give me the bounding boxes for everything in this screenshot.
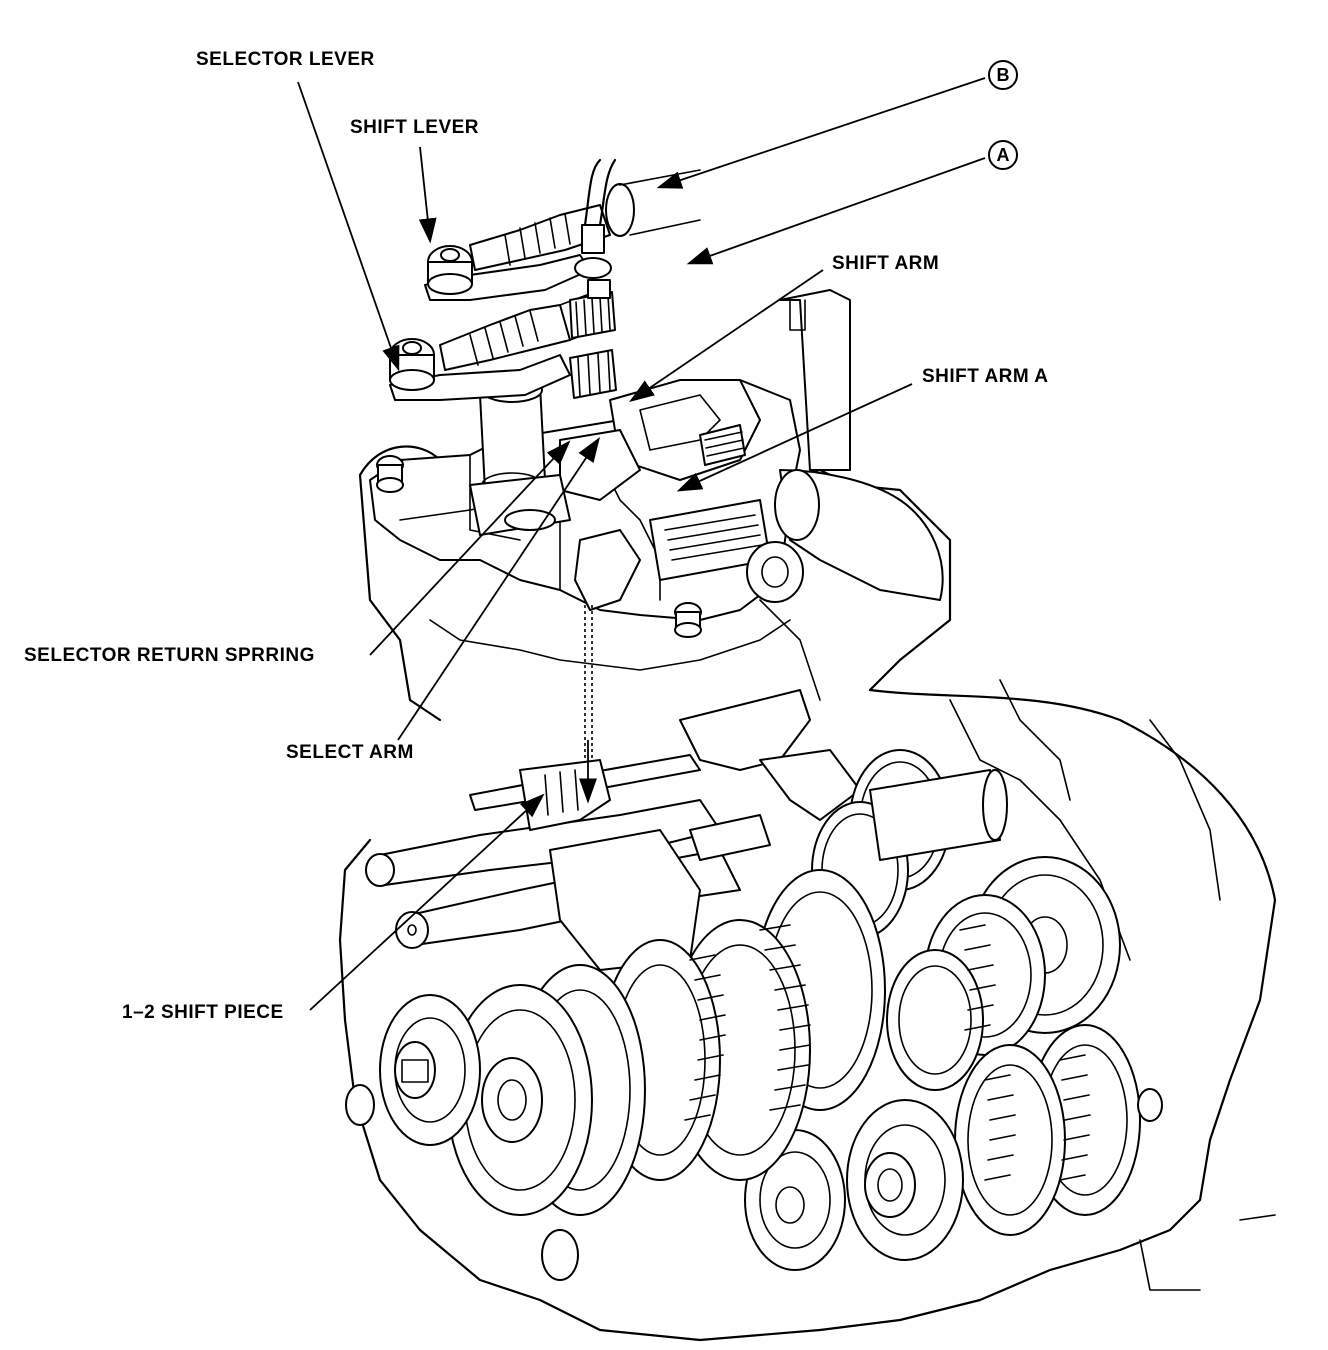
label-selector-return-spring: SELECTOR RETURN SPRRING bbox=[24, 645, 315, 666]
housing-bolt bbox=[674, 602, 702, 638]
shift-lever-assembly bbox=[424, 169, 701, 301]
housing-bolt bbox=[376, 455, 404, 493]
gear bbox=[954, 1044, 1066, 1236]
center-shaft bbox=[569, 158, 617, 399]
gear-cluster bbox=[345, 749, 1163, 1281]
label-selector-lever: SELECTOR LEVER bbox=[196, 49, 375, 70]
transmission-housing bbox=[338, 445, 1277, 1342]
gear bbox=[447, 984, 593, 1216]
label-1-2-shift-piece: 1–2 SHIFT PIECE bbox=[122, 1002, 284, 1023]
label-shift-arm: SHIFT ARM bbox=[832, 253, 940, 274]
gear bbox=[846, 1099, 964, 1261]
callout-b: B bbox=[988, 60, 1018, 90]
label-shift-arm-a: SHIFT ARM A bbox=[922, 366, 1049, 387]
leader-lines bbox=[297, 77, 986, 1011]
label-shift-lever: SHIFT LEVER bbox=[350, 117, 480, 138]
shift-housing bbox=[369, 289, 944, 638]
label-select-arm: SELECT ARM bbox=[286, 742, 414, 763]
gear bbox=[379, 994, 481, 1146]
shift-rails bbox=[365, 689, 861, 971]
gear bbox=[886, 949, 984, 1091]
callout-a: A bbox=[988, 140, 1018, 170]
